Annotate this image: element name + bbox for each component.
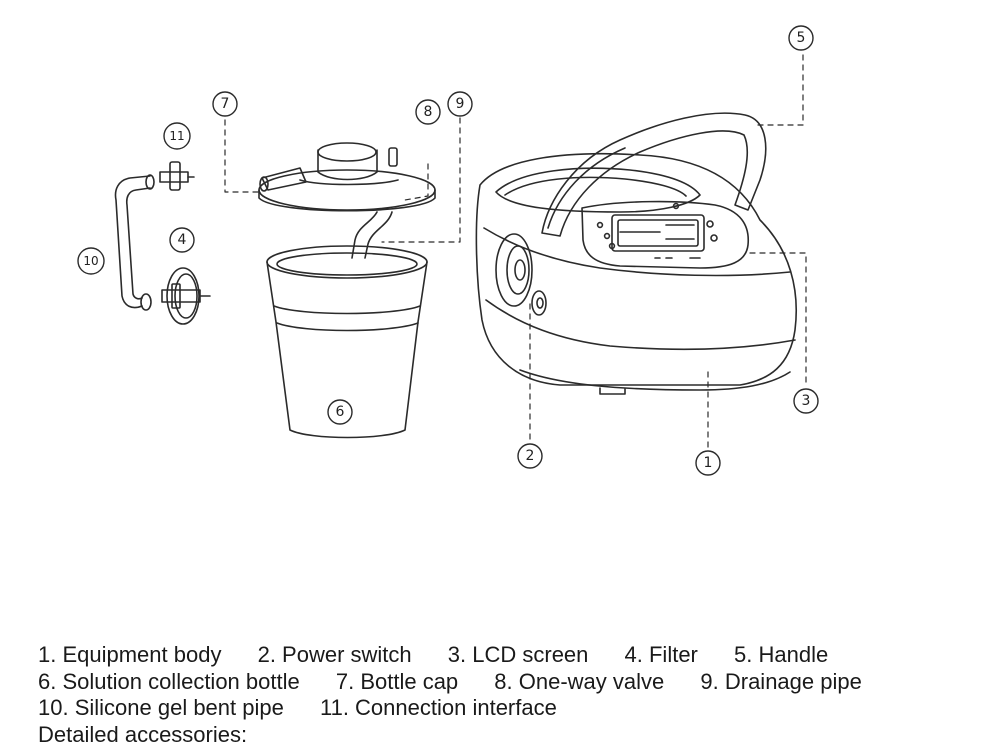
legend-line-1: 1. Equipment body 2. Power switch 3. LCD… [38,642,988,669]
callout-5: 5 [788,25,814,51]
legend-item: 6. Solution collection bottle [38,668,300,694]
legend-item: 2. Power switch [257,642,412,667]
svg-text:5: 5 [797,30,806,46]
callout-7: 7 [212,91,238,117]
legend-item: 10. Silicone gel bent pipe [38,695,284,720]
legend-item: 3. LCD screen [447,642,589,667]
legend-item: 7. Bottle cap [335,668,459,694]
svg-text:3: 3 [802,393,811,409]
leader-lines [224,54,807,451]
exploded-product-diagram: 1 2 3 4 5 6 7 8 [77,25,819,476]
legend-item: 8. One-way valve [494,668,665,694]
svg-text:11: 11 [169,129,184,143]
callout-3: 3 [793,388,819,414]
callout-8: 8 [415,99,441,125]
legend-line-2: 6. Solution collection bottle 7. Bottle … [38,669,988,696]
legend-item: 1. Equipment body [38,642,222,667]
svg-text:10: 10 [83,254,98,268]
callout-9: 9 [447,91,473,117]
bottle-cap [258,142,436,212]
drainage-pipe [351,211,393,259]
equipment-body [475,152,798,395]
legend-line-3: 10. Silicone gel bent pipe 11. Connectio… [38,695,988,722]
legend-line-4: Detailed accessories: [38,722,988,749]
callout-11: 11 [163,122,191,150]
silicone-gel-bent-pipe [114,174,155,311]
callout-6: 6 [327,399,353,425]
filter [161,267,211,325]
svg-text:8: 8 [424,104,433,120]
svg-text:6: 6 [336,404,345,420]
callout-1: 1 [695,450,721,476]
svg-text:2: 2 [526,448,535,464]
svg-text:4: 4 [178,232,187,248]
svg-text:1: 1 [704,455,713,471]
handle [541,112,767,237]
legend-item: 9. Drainage pipe [700,668,862,694]
solution-collection-bottle [266,245,428,439]
callout-10: 10 [77,247,105,275]
connection-interface [159,161,195,191]
legend-item: 4. Filter [624,642,698,667]
svg-text:7: 7 [221,96,230,112]
callout-4: 4 [169,227,195,253]
legend-item: 5. Handle [734,642,829,667]
parts-legend: 1. Equipment body 2. Power switch 3. LCD… [38,642,988,748]
legend-item: 11. Connection interface [319,695,557,720]
callout-2: 2 [517,443,543,469]
svg-text:9: 9 [456,96,465,112]
legend-heading: Detailed accessories: [38,721,248,747]
